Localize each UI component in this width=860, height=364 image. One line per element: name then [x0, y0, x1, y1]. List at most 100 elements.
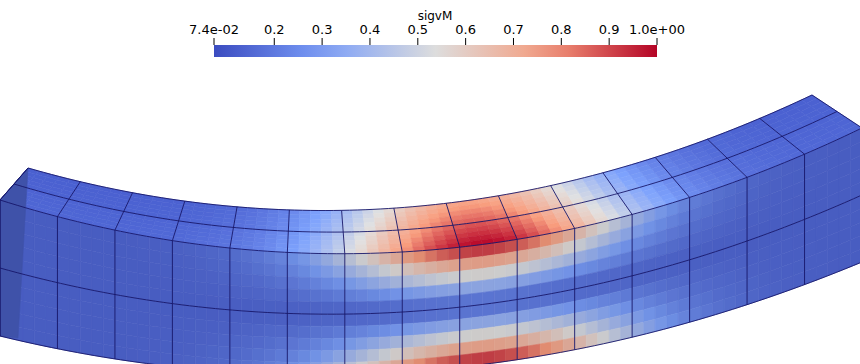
- stress-cell: [344, 249, 356, 253]
- stress-cell: [138, 260, 149, 275]
- stress-cell: [310, 253, 321, 265]
- stress-cell: [448, 355, 459, 364]
- stress-cell: [138, 324, 149, 338]
- stress-cell: [80, 340, 92, 355]
- stress-cell: [276, 288, 287, 301]
- stress-cell: [437, 344, 448, 357]
- stress-cell: [379, 349, 390, 362]
- stress-cell: [289, 223, 300, 228]
- stress-cell: [517, 346, 528, 360]
- stress-cell: [377, 239, 389, 244]
- stress-cell: [161, 251, 172, 265]
- stress-cell: [363, 214, 374, 219]
- tick-mark: [369, 38, 370, 45]
- stress-cell: [184, 343, 196, 357]
- stress-cell: [321, 219, 332, 223]
- stress-cell: [391, 324, 403, 337]
- stress-cell: [218, 272, 230, 286]
- stress-cell: [322, 302, 334, 314]
- stress-cell: [184, 305, 196, 319]
- stress-cell: [149, 237, 161, 252]
- stress-cell: [287, 289, 299, 302]
- stress-cell: [402, 299, 413, 312]
- stress-cell: [448, 283, 459, 296]
- stress-cell: [460, 330, 472, 343]
- stress-cell: [460, 294, 472, 307]
- stress-cell: [161, 302, 172, 316]
- stress-cell: [310, 240, 321, 245]
- stress-cell: [322, 314, 334, 326]
- stress-cell: [345, 338, 356, 350]
- stress-cell: [230, 273, 241, 286]
- stress-cell: [207, 333, 218, 346]
- stress-cell: [483, 339, 494, 353]
- stress-cell: [172, 304, 183, 318]
- stress-cell: [343, 223, 354, 228]
- stress-cell: [494, 289, 506, 303]
- stress-cell: [494, 241, 506, 255]
- stress-cell: [115, 320, 127, 335]
- stress-cell: [368, 361, 379, 364]
- stress-cell: [92, 316, 103, 331]
- stress-cell: [437, 284, 448, 297]
- stress-cell: [276, 301, 287, 314]
- stress-cell: [414, 250, 425, 263]
- stress-cell: [92, 342, 103, 357]
- stress-cell: [322, 266, 334, 278]
- mesh-line: [446, 203, 460, 364]
- stress-cell: [517, 249, 528, 263]
- stress-cell: [299, 277, 310, 289]
- stress-cell: [355, 240, 367, 245]
- stress-cell: [345, 254, 356, 266]
- stress-cell: [115, 346, 127, 361]
- stress-cell: [366, 240, 378, 245]
- stress-cell: [368, 265, 379, 277]
- mesh-line: [603, 173, 632, 337]
- stress-cell: [115, 243, 127, 258]
- stress-cell: [253, 324, 265, 337]
- stress-cell: [414, 334, 425, 347]
- stress-cell: [115, 282, 127, 297]
- stress-cell: [207, 358, 218, 364]
- stress-cell: [149, 288, 161, 302]
- stress-cell: [241, 335, 252, 348]
- tick-label: 0.2: [264, 23, 285, 36]
- mesh-line: [230, 207, 237, 364]
- stress-cell: [402, 275, 413, 288]
- stress-cell: [310, 215, 321, 219]
- stress-cell: [230, 310, 241, 323]
- stress-cell: [471, 280, 482, 293]
- stress-cell: [460, 342, 472, 355]
- stress-cell: [103, 331, 114, 346]
- stress-cell: [278, 214, 289, 219]
- stress-cell: [126, 258, 137, 273]
- stress-cell: [126, 284, 137, 299]
- stress-cell: [299, 338, 310, 350]
- stress-cell: [448, 259, 459, 272]
- stress-cell: [345, 314, 356, 326]
- tick-mark: [214, 38, 215, 45]
- stress-cell: [241, 311, 252, 324]
- stress-cell: [287, 277, 299, 290]
- stress-cell: [195, 244, 206, 258]
- stress-cell: [425, 297, 437, 310]
- stress-cell: [437, 356, 448, 364]
- stress-cell: [299, 326, 310, 338]
- stress-cell: [276, 350, 287, 363]
- stress-cell: [149, 351, 161, 364]
- stress-cell: [332, 232, 343, 236]
- stress-cell: [149, 275, 161, 289]
- stress-cell: [471, 316, 482, 329]
- tick-label: 1.0e+00: [629, 23, 685, 36]
- stress-cell: [276, 252, 287, 265]
- mesh-line: [498, 196, 517, 360]
- stress-cell: [333, 249, 345, 253]
- stress-cell: [103, 266, 114, 281]
- stress-cell: [299, 223, 310, 228]
- stress-cell: [195, 256, 206, 270]
- stress-cell: [322, 249, 334, 253]
- stress-cell: [333, 254, 344, 266]
- stress-cell: [230, 347, 241, 360]
- stress-cell: [517, 310, 528, 324]
- stress-cell: [437, 260, 448, 273]
